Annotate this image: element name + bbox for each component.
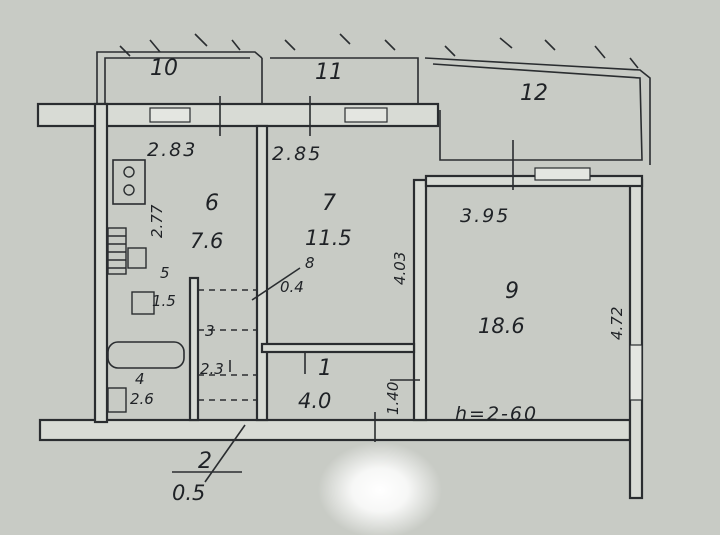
- room-9-height: 4.72: [608, 307, 626, 340]
- wall-9-top: [424, 174, 644, 188]
- room-9-width: 3.95: [460, 205, 510, 227]
- balcony-12-outline: [424, 57, 651, 165]
- room-6-number: 6: [205, 191, 219, 216]
- window-right: [629, 344, 643, 401]
- left-wall: [93, 102, 109, 424]
- bottom-wall: [38, 418, 632, 442]
- window-6: [149, 107, 191, 123]
- room-1-area: 4.0: [298, 389, 331, 413]
- room-3-area: 2.3: [200, 360, 224, 378]
- ceiling-height: h=2-60: [455, 403, 538, 425]
- room-10-number: 10: [150, 56, 178, 81]
- room-8-area: 0.4: [280, 278, 304, 296]
- room-5-number: 5: [160, 264, 170, 282]
- room-7-height: 4.03: [391, 252, 409, 285]
- room-2-area: 0.5: [172, 481, 205, 505]
- top-wall: [36, 102, 440, 128]
- balcony-rail-ticks: [119, 33, 639, 69]
- balcony-10-outline: [96, 51, 263, 120]
- wall-7-9: [412, 178, 428, 422]
- room-4-number: 4: [135, 370, 145, 388]
- walls: [36, 96, 644, 500]
- balcony-11-rail: [270, 57, 419, 120]
- toilet-icon: [107, 387, 127, 413]
- room-8-number: 8: [305, 254, 315, 272]
- room-12-number: 12: [520, 81, 548, 106]
- room-1-number: 1: [318, 356, 332, 381]
- bathtub-icon: [107, 341, 185, 369]
- room-9-number: 9: [505, 279, 519, 304]
- fixtures: [107, 159, 256, 413]
- camera-glare: [318, 442, 442, 535]
- stairs-lines: [108, 235, 126, 269]
- stove-icon: [112, 159, 146, 205]
- stairs-icon: [107, 227, 127, 275]
- right-wall: [628, 178, 644, 500]
- room-9-area: 18.6: [478, 314, 525, 338]
- room-6-area: 7.6: [190, 229, 223, 253]
- balcony-10-rail: [104, 57, 250, 120]
- room-7-width: 2.85: [272, 143, 322, 165]
- room-5-area: 1.5: [152, 292, 176, 310]
- room-6-height: 2.77: [148, 204, 166, 238]
- room-3-number: 3: [205, 322, 215, 340]
- room-4-area: 2.6: [130, 390, 154, 408]
- room-7-area: 11.5: [305, 226, 352, 250]
- balconies: [96, 33, 651, 165]
- washbasin-icon: [131, 291, 155, 315]
- burner-1: [123, 166, 135, 178]
- burner-2: [123, 184, 135, 196]
- wall-corridor: [260, 342, 416, 354]
- room-6-width: 2.83: [147, 139, 197, 161]
- room-1-height: 1.40: [384, 382, 402, 415]
- wall-6-7: [255, 124, 269, 422]
- window-7: [344, 107, 388, 123]
- wall-bath: [188, 276, 200, 422]
- room-11-number: 11: [315, 60, 343, 85]
- room-2-number: 2: [198, 449, 212, 474]
- leader-8: [251, 267, 301, 301]
- sink-icon: [127, 247, 147, 269]
- room-7-number: 7: [322, 191, 336, 216]
- balcony-12-inner: [432, 63, 643, 161]
- door-marks: [219, 96, 514, 442]
- window-9: [534, 167, 591, 181]
